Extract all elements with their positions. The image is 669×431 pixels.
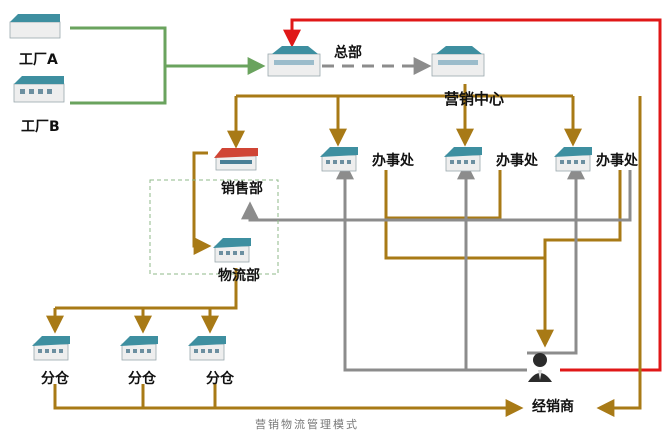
warehouse-3-label: 分仓 [206,371,234,387]
building-icon [31,335,71,361]
factory-a-line [70,26,167,66]
feedback-flow-line [283,18,662,372]
building-icon [214,148,258,171]
offices-to-sales-line [241,170,632,222]
building-icon [13,76,65,103]
office-3-to-dealer-line [536,170,622,348]
factory-flow-lines [70,26,266,105]
building-icon [119,335,159,361]
building-icon [443,146,483,172]
person-icon [528,353,552,382]
building-icon [212,237,252,263]
factory-b-line [70,66,167,105]
factory-a-label: 工厂A [19,52,58,68]
office-1-to-dealer-line [384,170,545,260]
building-icon [267,46,321,77]
dealer-label: 经销商 [532,399,574,415]
office-2-to-dealer-line [386,170,502,220]
headquarters-label: 总部 [334,45,362,61]
sales-to-logistics-line [192,151,212,255]
office-3-label: 办事处 [596,153,638,169]
office-1-label: 办事处 [372,153,414,169]
marketing-center-label: 营销中心 [444,90,505,108]
building-icon [319,146,359,172]
management-flow-lines [46,84,622,417]
building-icon [9,14,61,39]
office-2-label: 办事处 [496,153,538,169]
dealer-to-office-3-line [527,161,585,355]
warehouse-1-label: 分仓 [41,371,69,387]
logistics-dept-label: 物流部 [218,268,260,284]
building-icon [431,46,485,77]
info-flow-lines [241,161,632,372]
logistics-down-line [55,268,238,310]
building-icon [187,335,227,361]
sales-logistics-group-box [149,179,279,275]
diagram-caption: 营销物流管理模式 [255,418,359,431]
right-return-line [596,96,642,417]
warehouse-2-label: 分仓 [128,371,156,387]
building-icon [553,146,593,172]
factory-b-label: 工厂B [21,119,60,135]
warehouses-to-dealer-line [53,384,524,417]
sales-dept-label: 销售部 [221,181,263,197]
